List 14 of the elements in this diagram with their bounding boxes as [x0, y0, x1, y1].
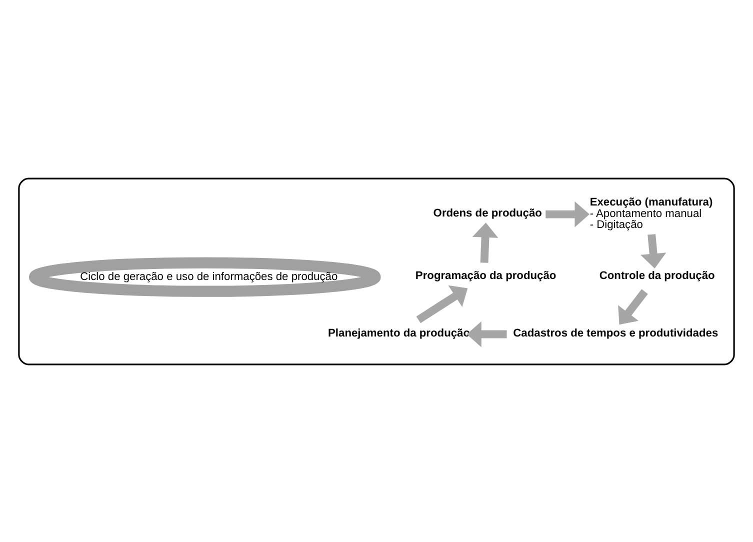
arrow: [618, 288, 648, 324]
node-text: Programação da produção: [415, 270, 556, 282]
node-text: Planejamento da produção: [328, 326, 470, 339]
arrow: [466, 320, 507, 347]
node-text: Cadastros de tempos e produtividades: [513, 326, 718, 339]
node-text: Controle da produção: [599, 270, 715, 282]
arrow: [416, 284, 468, 323]
node-text: Execução (manufatura) - Apontamento manual - Digitação: [590, 196, 713, 230]
arrow: [472, 222, 498, 262]
arrow: [640, 234, 666, 268]
node-text: Ordens de produção: [433, 206, 542, 219]
arrow: [546, 200, 590, 227]
cluster: [18, 177, 735, 365]
node-ellipse: Ciclo de geração e uso de informações de produção: [28, 256, 381, 296]
